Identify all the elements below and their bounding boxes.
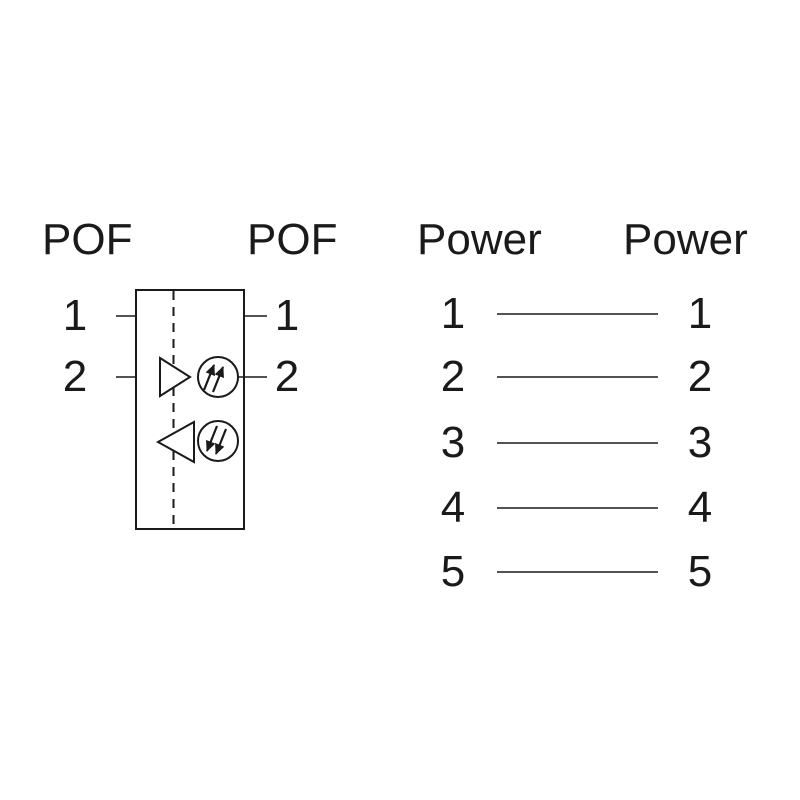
light-ray-in-arrow xyxy=(214,428,228,455)
power-pin-right-label: 5 xyxy=(688,547,712,596)
pof-pin1-right-label: 1 xyxy=(275,291,299,340)
power-left-title: Power xyxy=(417,215,542,264)
pof-pin1-left-label: 1 xyxy=(63,291,87,340)
light-ray-out-arrow xyxy=(211,366,225,393)
receiver-led-circle xyxy=(197,420,239,462)
power-wire-row: 1 1 xyxy=(441,289,712,338)
optical-transmitter-icon xyxy=(159,356,239,398)
pof-left-title: POF xyxy=(42,215,132,264)
power-pin-left-label: 1 xyxy=(441,289,465,338)
power-wire-row: 2 2 xyxy=(441,352,712,401)
power-wire-row: 3 3 xyxy=(441,418,712,467)
power-pin-right-label: 3 xyxy=(688,418,712,467)
power-pin-left-label: 3 xyxy=(441,418,465,467)
pof-pin2-right-label: 2 xyxy=(275,352,299,401)
pof-pin2-left-label: 2 xyxy=(63,352,87,401)
optical-receiver-icon xyxy=(155,420,239,464)
light-ray-in-arrow xyxy=(205,425,219,452)
power-pin-left-label: 4 xyxy=(441,483,465,532)
power-diagram: Power Power 1 1 2 2 3 3 4 4 xyxy=(417,215,748,596)
power-right-title: Power xyxy=(623,215,748,264)
light-ray-out-arrow xyxy=(202,364,216,391)
power-pin-right-label: 2 xyxy=(688,352,712,401)
transmitter-triangle-icon xyxy=(159,356,192,398)
receiver-triangle-icon xyxy=(155,420,195,464)
receiver-led-icon xyxy=(197,420,239,462)
power-pin-left-label: 2 xyxy=(441,352,465,401)
pof-module-box xyxy=(135,289,245,530)
power-wire-row: 4 4 xyxy=(441,483,712,532)
power-pin-right-label: 4 xyxy=(688,483,712,532)
transmitter-led-icon xyxy=(197,356,239,398)
pof-diagram: POF POF 1 1 2 2 xyxy=(42,215,337,530)
power-wire-row: 5 5 xyxy=(441,547,712,596)
power-pin-left-label: 5 xyxy=(441,547,465,596)
power-pin-right-label: 1 xyxy=(688,289,712,338)
pof-right-title: POF xyxy=(247,215,337,264)
